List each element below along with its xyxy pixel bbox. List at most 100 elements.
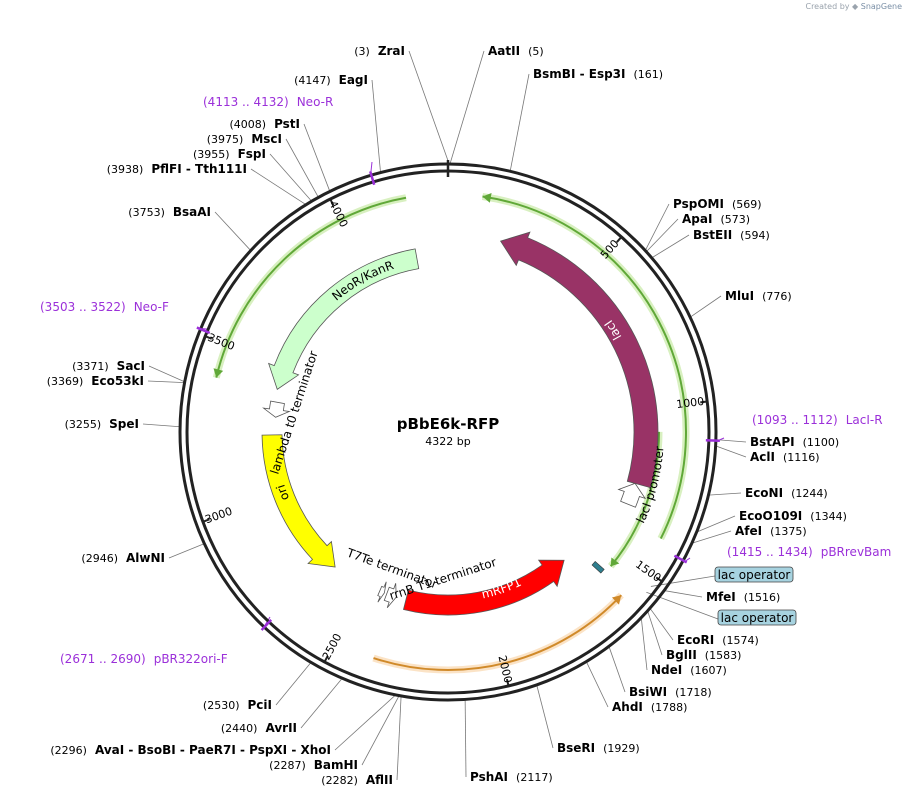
site-name: AfeI [735,524,762,538]
site-name: PflFI - Tth111I [151,162,247,176]
restriction-site: (2946)AlwNI [81,551,165,565]
site-label: (3369)Eco53kI [47,374,144,388]
site-position: (1929) [603,742,640,755]
site-position: (3955) [193,148,230,161]
site-leader-line [251,169,306,205]
site-position: (3) [354,45,370,58]
restriction-site: MluI(776) [725,289,792,303]
restriction-site: (2530)PciI [203,698,272,712]
site-position: (1788) [651,701,688,714]
plasmid-name: pBbE6k-RFP [397,415,500,433]
neor-kanr-arrow [269,249,419,389]
restriction-site: (3369)Eco53kI [47,374,144,388]
restriction-site: (3)ZraI [354,44,405,58]
site-leader-line [648,611,662,655]
site-leader-line [148,381,185,383]
primer-range: (3503 .. 3522) [40,300,126,314]
site-leader-line [270,154,312,201]
site-leader-line [650,608,673,640]
site-label: MluI(776) [725,289,792,303]
site-position: (3938) [107,163,144,176]
site-position: (3975) [207,133,244,146]
site-leader-line [450,51,484,164]
site-label: (2530)PciI [203,698,272,712]
site-leader-line [362,696,399,765]
site-label: NdeI (1607) [651,663,727,677]
site-name: EcoO109I [739,509,802,523]
site-name: BsaAI [173,205,211,219]
site-name: NdeI [651,663,682,677]
site-label: (3975)MscI [207,132,282,146]
site-leader-line [215,212,251,251]
site-label: AatII(5) [488,44,544,58]
restriction-site: (3938) PflFI - Tth111I [107,162,247,176]
site-name: AhdI [612,700,643,714]
site-leader-line [169,544,204,558]
site-position: (1244) [791,487,828,500]
site-name: AatII [488,44,520,58]
site-leader-line [149,366,185,382]
site-leader-line [716,446,746,457]
primer-label: (1093 .. 1112)LacI-R [752,413,883,427]
restriction-site: (3753)BsaAI [128,205,211,219]
site-label: AclI(1116) [750,450,820,464]
site-name: SacI [117,359,145,373]
site-position: (1583) [705,649,742,662]
site-position: (4008) [229,118,266,131]
restriction-site: BseRI (1929) [557,741,640,755]
restriction-site: AatII(5) [488,44,544,58]
restriction-site: BsmBI - Esp3I(161) [533,67,663,81]
site-label: EcoRI(1574) [677,633,759,647]
site-label: (2296) AvaI - BsoBI - PaeR7I - PspXI - Xh… [50,743,331,757]
site-leader-line [645,204,669,251]
site-name: BseRI [557,741,595,755]
site-name: AvrII [265,721,297,735]
site-position: (1375) [770,525,807,538]
restriction-site: (2282)AflII [321,773,393,787]
site-label: EcoNI(1244) [745,486,828,500]
site-name: BamHI [314,758,358,772]
site-name: EagI [339,73,368,87]
restriction-site: PspOMI(569) [673,197,762,211]
restriction-site: (3371)SacI [72,359,145,373]
feature-shape [501,232,658,488]
restriction-site: (2440)AvrII [221,721,297,735]
site-name: BsmBI - Esp3I [533,67,625,81]
operator-label: lac operator [721,611,794,625]
position-tick-label: 3000 [203,505,234,527]
site-leader-line [143,424,180,427]
site-label: BstEII(594) [693,228,770,242]
site-leader-line [510,74,529,171]
site-leader-line [276,662,311,705]
restriction-site: (4147) EagI [294,73,368,87]
site-position: (1607) [690,664,727,677]
site-name: AvaI - BsoBI - PaeR7I - PspXI - XhoI [95,743,331,757]
site-position: (4147) [294,74,331,87]
position-tick [617,237,622,242]
site-label: BseRI (1929) [557,741,640,755]
restriction-site: NdeI (1607) [651,663,727,677]
restriction-site: (2296) AvaI - BsoBI - PaeR7I - PspXI - Xh… [50,743,331,757]
site-leader-line [609,646,625,692]
plasmid-length: 4322 bp [425,435,470,448]
site-leader-line [652,235,689,258]
site-label: (3255)SpeI [65,417,139,431]
site-position: (594) [740,229,770,242]
restriction-site: AclI(1116) [750,450,820,464]
site-name: AlwNI [126,551,165,565]
site-leader-line [708,493,741,495]
site-label: AfeI (1375) [735,524,807,538]
site-position: (569) [732,198,762,211]
site-label: PshAI(2117) [470,770,553,784]
site-name: PstI [274,117,300,131]
restriction-site: BsiWI(1718) [629,685,712,699]
site-position: (2530) [203,699,240,712]
site-position: (776) [762,290,792,303]
primer: (2671 .. 2690)pBR322ori-F [60,620,271,666]
site-label: (3753)BsaAI [128,205,211,219]
site-position: (2296) [50,744,87,757]
site-label: (4008) PstI [229,117,300,131]
primer-label: (2671 .. 2690)pBR322ori-F [60,652,228,666]
site-leader-line [641,618,647,670]
